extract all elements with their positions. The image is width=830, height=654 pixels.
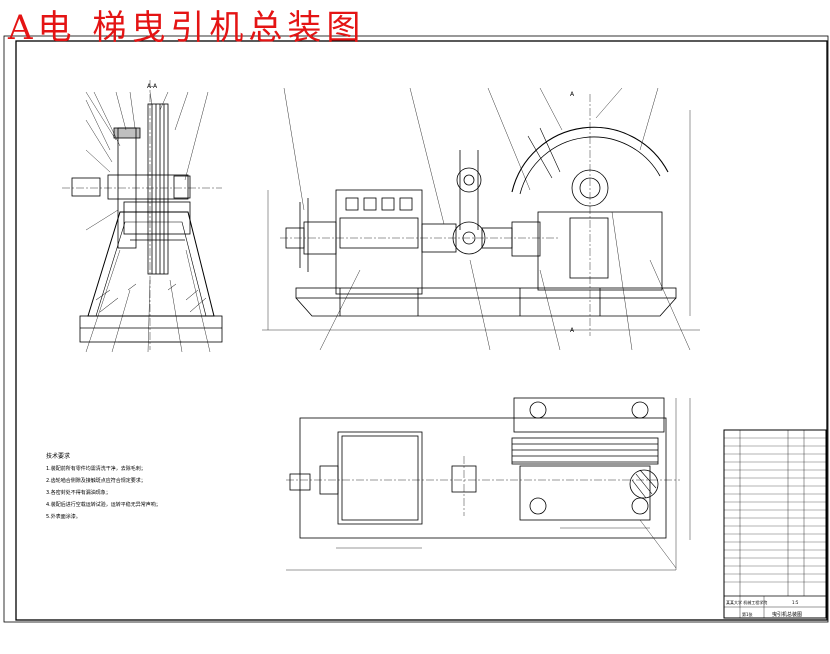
drawing-title: A电 梯曳引机总装图 (8, 8, 366, 48)
front-view: A A (262, 87, 700, 351)
cut-marker-bottom: A (570, 327, 575, 334)
title-block-company: 某某大学 机械工程学院 (726, 599, 767, 605)
title-block-sheet: 第1张 (742, 611, 753, 617)
section-label-aa: A-A (147, 83, 158, 90)
parts-list: 曳引机总装图 某某大学 机械工程学院 1:5 第1张 (723, 429, 827, 619)
notes-heading: 技术要求 (46, 452, 70, 460)
cut-marker-top: A (570, 91, 575, 98)
note-line: 2.齿轮啮合侧隙及接触斑点应符合规定要求； (46, 477, 146, 484)
side-section-view: A-A (62, 80, 223, 353)
note-line: 3.各密封处不得有漏油现象； (46, 489, 111, 496)
technical-notes: 技术要求 1.装配前所有零件均需清洗干净，去除毛刺； 2.齿轮啮合侧隙及接触斑点… (46, 452, 161, 520)
outer-border (3, 35, 829, 623)
inner-border (15, 40, 828, 621)
title-block-scale: 1:5 (792, 600, 799, 605)
top-view (286, 397, 691, 571)
note-line: 4.装配后进行空载运转试验，运转平稳无异常声响； (46, 501, 161, 508)
title-block-name: 曳引机总装图 (772, 611, 802, 618)
note-line: 5.外表面涂漆。 (46, 513, 81, 520)
note-line: 1.装配前所有零件均需清洗干净，去除毛刺； (46, 465, 146, 472)
